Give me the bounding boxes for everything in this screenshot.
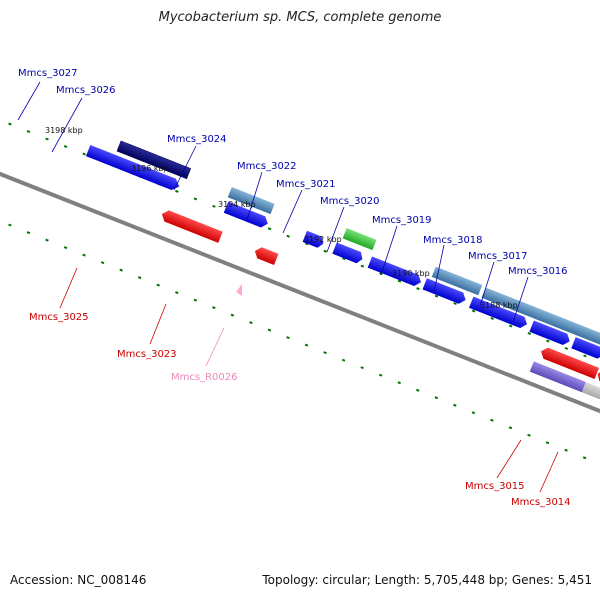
gene-label-mmcs-3020[interactable]: Mmcs_3020 (320, 196, 380, 207)
gene-label-mmcs-3019[interactable]: Mmcs_3019 (372, 215, 432, 226)
gene-label-mmcs-3015[interactable]: Mmcs_3015 (465, 481, 525, 492)
gene-mmcs-3026-feature[interactable] (97, 149, 181, 192)
gene-mmcs-3019-feature[interactable] (431, 266, 483, 296)
forward-strand-track (85, 140, 600, 360)
gene-mmcs-3015-purple-feature[interactable] (529, 361, 586, 393)
gene-mmcs-3021-cds[interactable] (332, 242, 364, 264)
gene-label-mmcs-3016[interactable]: Mmcs_3016 (508, 266, 568, 277)
gene-mmcs-3022-feature[interactable] (302, 230, 326, 250)
gene-label-mmcs-3017[interactable]: Mmcs_3017 (468, 251, 528, 262)
gene-label-mmcs-3025[interactable]: Mmcs_3025 (29, 312, 89, 323)
gene-mmcs-3020-feature[interactable] (367, 256, 424, 287)
gene-label-mmcs-3014[interactable]: Mmcs_3014 (511, 497, 571, 508)
gene-mmcs-3023-feature[interactable] (253, 245, 279, 265)
accession-label: Accession: NC_008146 (10, 573, 147, 587)
gene-label-mmcs-3026[interactable]: Mmcs_3026 (56, 85, 116, 96)
rna-mmcs-r0026-marker[interactable] (236, 284, 242, 296)
gene-label-mmcs-3018[interactable]: Mmcs_3018 (423, 235, 483, 246)
gene-mmcs-3014-grey-feature[interactable] (581, 382, 600, 400)
gene-label-mmcs-3021[interactable]: Mmcs_3021 (276, 179, 336, 190)
gene-mmcs-3021-feature[interactable] (342, 228, 377, 251)
kbp-label: 3188 kbp (480, 301, 518, 310)
reverse-strand-track (160, 209, 600, 400)
gene-small-forward-feature[interactable] (85, 144, 105, 162)
genome-backbone (0, 171, 600, 414)
gene-mmcs-3019-cds[interactable] (422, 278, 468, 305)
gene-label-mmcs-3024[interactable]: Mmcs_3024 (167, 134, 227, 145)
kbp-label: 3194 kbp (218, 200, 256, 209)
gene-label-mmcs-3023[interactable]: Mmcs_3023 (117, 349, 177, 360)
gene-mmcs-3016-feature[interactable] (571, 337, 600, 360)
gene-mmcs-3018-cds[interactable] (469, 296, 529, 330)
gene-mmcs-3015-feature[interactable] (539, 346, 600, 379)
gene-mmcs-3024-cds[interactable] (223, 201, 270, 230)
gene-mmcs-3025-feature[interactable] (160, 209, 223, 243)
reverse-gene-labels: Mmcs_3025 Mmcs_3023 Mmcs_R0026 Mmcs_3015… (29, 267, 571, 508)
gene-label-mmcs-3027[interactable]: Mmcs_3027 (18, 68, 78, 79)
genome-title: Mycobacterium sp. MCS, complete genome (158, 10, 442, 25)
kbp-label: 3190 kbp (392, 269, 430, 278)
gene-mmcs-3017-feature[interactable] (529, 320, 572, 347)
kbp-label: 3192 kbp (304, 235, 342, 244)
kbp-label: 3196 kbp (131, 164, 169, 173)
gene-mmcs-3018-feature[interactable] (481, 287, 600, 347)
gene-label-mmcs-r0026[interactable]: Mmcs_R0026 (171, 372, 237, 383)
forward-gene-labels: Mmcs_3027 Mmcs_3026 Mmcs_3024 Mmcs_3022 … (17, 68, 568, 323)
gene-label-mmcs-3022[interactable]: Mmcs_3022 (237, 161, 297, 172)
topology-label: Topology: circular; Length: 5,705,448 bp… (262, 573, 592, 587)
gene-mmcs-3027-feature[interactable] (116, 140, 192, 180)
gene-mmcs-3024-feature[interactable] (227, 186, 275, 215)
